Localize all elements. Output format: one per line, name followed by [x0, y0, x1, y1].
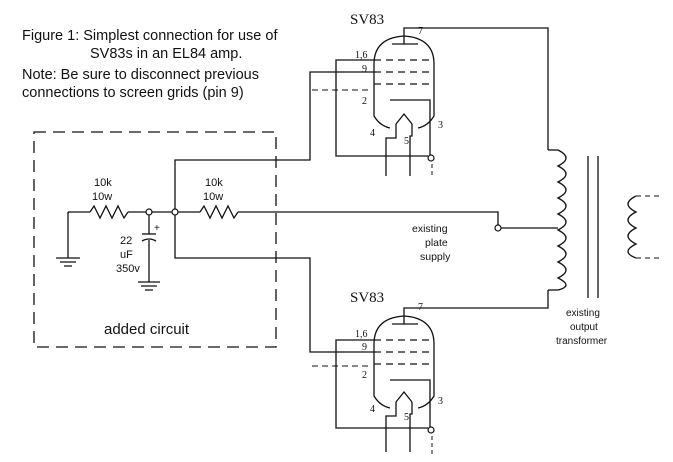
ground-symbol-left — [56, 212, 80, 267]
tube-upper-pin-heater-a: 4 — [370, 128, 375, 139]
transformer-label-line2: output — [570, 322, 598, 333]
tube-lower-name: SV83 — [350, 290, 384, 306]
caption-title-line1: Figure 1: Simplest connection for use of — [22, 28, 278, 44]
caption-note-line1: Note: Be sure to disconnect previous — [22, 67, 259, 83]
supply-label: existing plate supply — [412, 223, 451, 263]
tube-lower-envelope — [373, 315, 435, 409]
supply-label-line1: existing — [412, 223, 448, 235]
junction-node-cap — [145, 208, 153, 216]
tube-lower-pin-grid: 2 — [362, 370, 367, 381]
transformer-label-line3: transformer — [556, 336, 608, 347]
tube-lower-heater — [395, 390, 413, 403]
junction-node-main — [171, 208, 179, 216]
wire-lower-cathode — [335, 339, 428, 429]
transformer-label-line1: existing — [566, 308, 600, 319]
tube-lower-node — [427, 426, 435, 434]
supply-label-line2: plate — [425, 237, 448, 249]
transformer-core — [587, 156, 599, 298]
wire-upper-cathode — [335, 59, 428, 157]
resistor-1: 10k 10w — [89, 177, 129, 220]
tube-lower: SV83 7 1,6 9 2 4 5 3 — [312, 290, 549, 456]
resistor-1-value: 10k — [94, 177, 112, 189]
capacitor-polarity: + — [154, 223, 160, 234]
wire-screen-upper — [174, 71, 374, 209]
capacitor: + 22 uF 350v — [116, 215, 160, 282]
wire-supply-line — [238, 211, 499, 226]
wire-screen-lower — [174, 215, 374, 353]
wire-lower-cathode-down — [420, 379, 431, 428]
capacitor-unit: uF — [120, 249, 133, 261]
wire-lower-plate — [403, 290, 549, 324]
wire-upper-heater-a — [385, 124, 397, 176]
tube-lower-pin-heater-c: 3 — [438, 396, 443, 407]
output-transformer: existing output transformer — [548, 149, 660, 347]
wire-upper-heater-b — [409, 124, 413, 176]
capacitor-voltage: 350v — [116, 263, 140, 275]
tube-upper-pin-grid: 2 — [362, 96, 367, 107]
capacitor-value: 22 — [120, 235, 132, 247]
tube-lower-pin-heater-b: 5 — [404, 412, 409, 423]
tube-upper-name: SV83 — [350, 12, 384, 28]
tube-upper-pin-heater-c: 3 — [438, 120, 443, 131]
tube-upper-heater-leads — [385, 164, 433, 178]
tube-lower-pin-screen: 9 — [362, 342, 367, 353]
wire-upper-plate — [403, 27, 549, 150]
tube-upper-pin-cathode: 1,6 — [355, 50, 368, 61]
supply-terminal — [494, 224, 502, 232]
resistor-1-power: 10w — [92, 191, 112, 203]
transformer-primary-winding — [556, 149, 567, 291]
transformer-secondary-leads — [636, 195, 660, 259]
tube-upper-heater — [395, 112, 413, 125]
added-circuit-box — [33, 131, 277, 348]
tube-lower-pin-cathode: 1,6 — [355, 329, 368, 340]
transformer-secondary-winding — [627, 195, 638, 259]
caption-note-line2: connections to screen grids (pin 9) — [22, 85, 244, 101]
resistor-2-value: 10k — [205, 177, 223, 189]
tube-lower-pin-heater-a: 4 — [370, 404, 375, 415]
tube-upper-pin-plate: 7 — [418, 26, 423, 37]
wire-upper-cathode-down — [420, 99, 431, 156]
tube-upper-pin-heater-b: 5 — [404, 136, 409, 147]
resistor-2: 10k 10w — [178, 177, 239, 220]
figure-caption: Figure 1: Simplest connection for use of… — [22, 28, 278, 101]
tube-lower-pin-plate: 7 — [418, 302, 423, 313]
resistor-2-power: 10w — [203, 191, 223, 203]
tube-upper-node — [427, 154, 435, 162]
tube-upper: SV83 7 1,6 9 2 4 5 3 — [312, 12, 549, 178]
ground-symbol-cap — [138, 281, 160, 291]
tube-upper-pin-screen: 9 — [362, 64, 367, 75]
wire-lower-heater-b — [409, 402, 413, 452]
caption-title-line2: SV83s in an EL84 amp. — [90, 46, 242, 62]
supply-label-line3: supply — [420, 251, 451, 263]
added-circuit-label: added circuit — [104, 321, 190, 338]
wire-lower-heater-a — [385, 402, 397, 452]
tube-lower-heater-leads — [385, 436, 433, 456]
